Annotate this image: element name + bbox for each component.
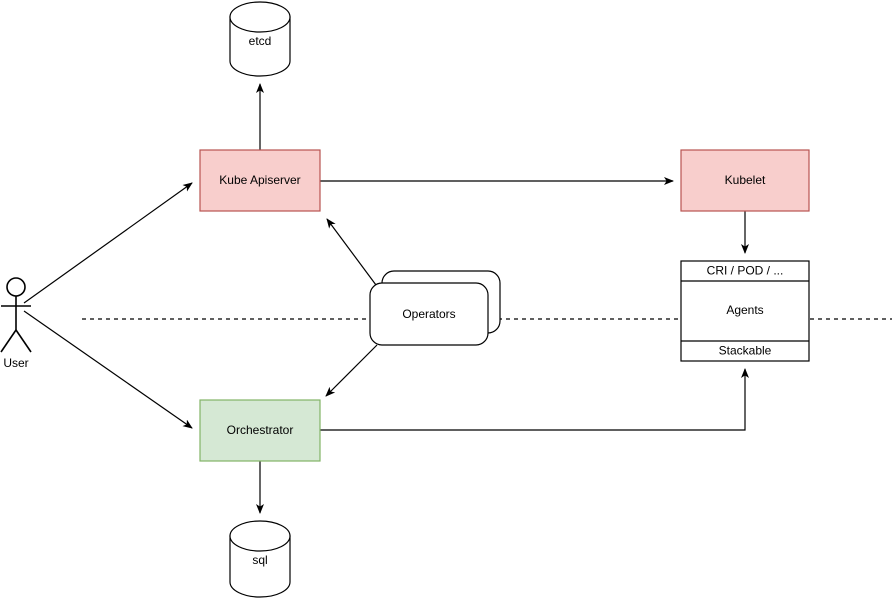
kubelet-rect: [680, 149, 810, 212]
node-kube-apiserver[interactable]: Kube Apiserver: [199, 149, 321, 212]
etcd-cylinder-top: [229, 1, 291, 33]
kube-apiserver-label: Kube Apiserver: [219, 173, 300, 187]
kube-apiserver-rect: [199, 149, 321, 212]
edges-group: [23, 83, 749, 514]
orchestrator-rect: [199, 399, 321, 462]
agents-header-label: CRI / POD / ...: [707, 264, 784, 278]
agents-outer-rect: [680, 260, 810, 362]
user-leg-right: [15, 329, 32, 353]
edge-operators-to-apiserver[interactable]: [326, 218, 377, 286]
edge-operators-to-orchestrator[interactable]: [325, 344, 378, 397]
agents-body-label: Agents: [726, 303, 763, 317]
edge-orchestrator-to-stackable[interactable]: [320, 368, 749, 431]
operators-label: Operators: [402, 307, 455, 321]
user-label: User: [3, 356, 28, 370]
orchestrator-label: Orchestrator: [227, 423, 294, 437]
node-agents[interactable]: CRI / POD / ... Agents Stackable: [680, 260, 810, 362]
sql-cylinder-body: [229, 535, 291, 598]
node-etcd[interactable]: etcd: [229, 1, 291, 77]
etcd-label: etcd: [249, 34, 272, 48]
user-head-icon: [6, 277, 26, 297]
agents-footer-label: Stackable: [719, 344, 772, 358]
actor-user[interactable]: User: [0, 277, 32, 370]
node-kubelet[interactable]: Kubelet: [680, 149, 810, 212]
node-operators[interactable]: Operators: [369, 270, 501, 346]
edge-user-to-apiserver[interactable]: [23, 182, 193, 304]
edge-user-to-orchestrator[interactable]: [23, 310, 193, 429]
sql-label: sql: [252, 553, 267, 567]
operators-front-card: [369, 282, 489, 346]
node-sql[interactable]: sql: [229, 520, 291, 598]
node-orchestrator[interactable]: Orchestrator: [199, 399, 321, 462]
kubelet-label: Kubelet: [725, 173, 766, 187]
sql-cylinder-top: [229, 520, 291, 552]
user-leg-left: [0, 329, 17, 353]
etcd-cylinder-body: [229, 16, 291, 77]
